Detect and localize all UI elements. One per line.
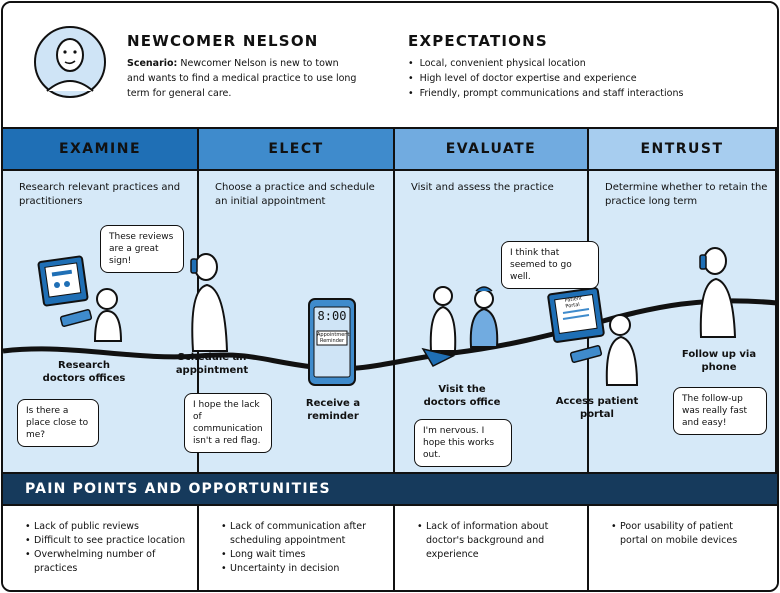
pain-point-item: Lack of information about doctor's backg… <box>417 520 577 562</box>
persona-avatar-icon <box>34 26 106 98</box>
stage-description: Determine whether to retain the practice… <box>605 182 768 207</box>
stage-description: Visit and assess the practice <box>411 182 554 193</box>
stage-evaluate: EVALUATE Visit and assess the practice <box>395 127 589 472</box>
stage-panel: Determine whether to retain the practice… <box>589 171 775 472</box>
pain-point-item: Lack of public reviews <box>25 520 197 534</box>
pain-point-item: Uncertainty in decision <box>221 562 371 576</box>
stage-description: Choose a practice and schedule an initia… <box>215 182 375 207</box>
stage-panel: Choose a practice and schedule an initia… <box>199 171 393 472</box>
pain-points-examine: Lack of public reviews Difficult to see … <box>3 506 199 590</box>
stage-title: EVALUATE <box>395 127 587 171</box>
pain-point-item: Poor usability of patient portal on mobi… <box>611 520 741 548</box>
scenario-label: Scenario: <box>127 58 178 69</box>
stage-panel: Visit and assess the practice <box>395 171 587 472</box>
pain-point-item: Difficult to see practice location <box>25 534 197 548</box>
stage-panel: Research relevant practices and practiti… <box>3 171 197 472</box>
expectations-title: EXPECTATIONS <box>408 32 548 50</box>
pain-points-evaluate: Lack of information about doctor's backg… <box>395 506 589 590</box>
pain-point-item: Lack of communication after scheduling a… <box>221 520 371 548</box>
pain-point-item: Long wait times <box>221 548 371 562</box>
stage-examine: EXAMINE Research relevant practices and … <box>3 127 199 472</box>
persona-name: NEWCOMER NELSON <box>127 32 319 50</box>
scenario-text: Newcomer Nelson is new to town and wants… <box>127 58 357 99</box>
expectation-item: Local, convenient physical location <box>408 56 683 71</box>
persona-header: NEWCOMER NELSON Scenario: Newcomer Nelso… <box>3 3 777 127</box>
pain-points-title: PAIN POINTS AND OPPORTUNITIES <box>3 472 777 506</box>
expectation-item: High level of doctor expertise and exper… <box>408 71 683 86</box>
stage-description: Research relevant practices and practiti… <box>19 182 181 207</box>
pain-points-elect: Lack of communication after scheduling a… <box>199 506 395 590</box>
stage-elect: ELECT Choose a practice and schedule an … <box>199 127 395 472</box>
expectation-item: Friendly, prompt communications and staf… <box>408 86 684 101</box>
stage-entrust: ENTRUST Determine whether to retain the … <box>589 127 777 472</box>
pain-point-item: Overwhelming number of practices <box>25 548 197 576</box>
stage-title: ELECT <box>199 127 393 171</box>
pain-points-entrust: Poor usability of patient portal on mobi… <box>589 506 777 590</box>
expectations-list: Local, convenient physical location High… <box>408 56 684 101</box>
stage-title: ENTRUST <box>589 127 775 171</box>
stage-title: EXAMINE <box>3 127 197 171</box>
persona-scenario: Scenario: Newcomer Nelson is new to town… <box>127 56 357 101</box>
